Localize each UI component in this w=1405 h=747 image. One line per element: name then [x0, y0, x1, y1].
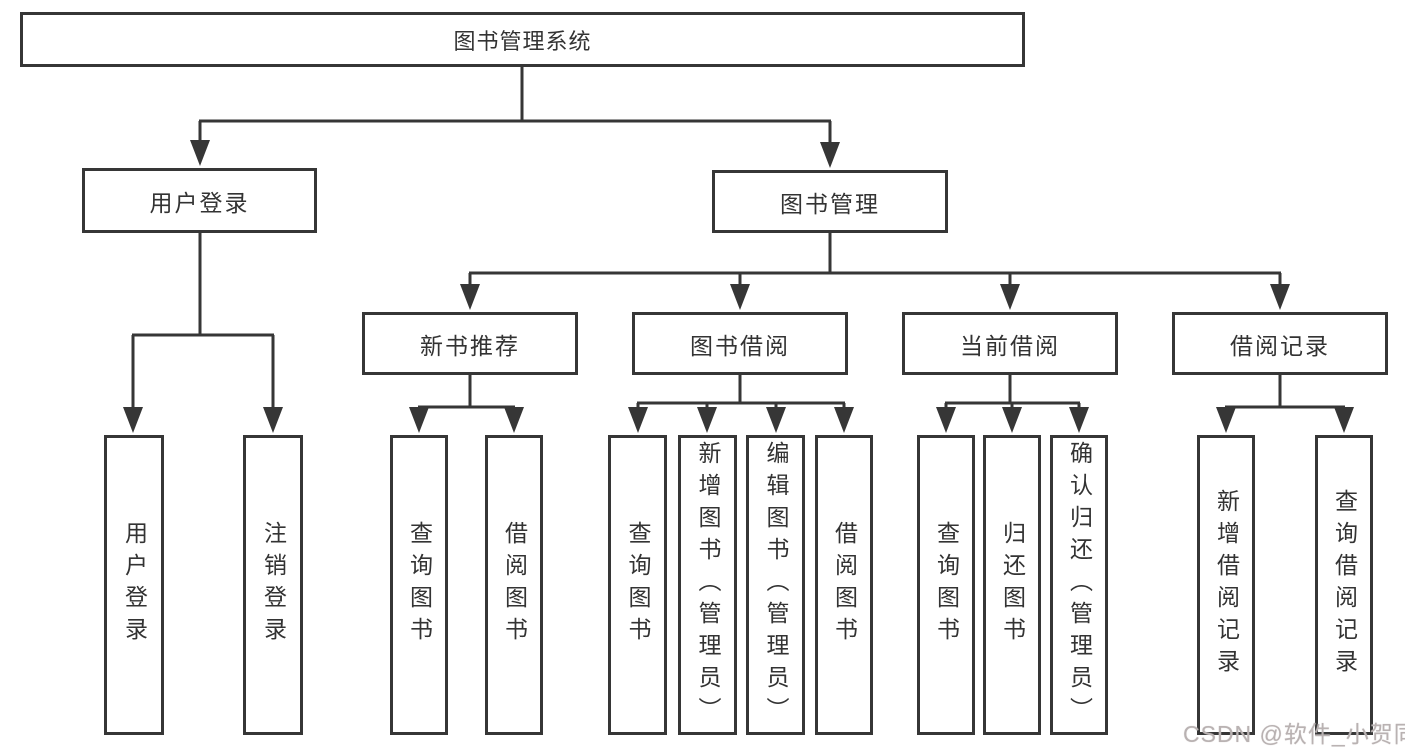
node-leaf-query-book-2: 查询图书 — [608, 435, 667, 735]
csdn-watermark: CSDN @软件_小贺同学 — [1183, 721, 1405, 747]
node-leaf-edit-book-admin: 编辑图书（管理员） — [746, 435, 805, 735]
node-leaf-query-book-1: 查询图书 — [390, 435, 448, 735]
node-new-book-recommend: 新书推荐 — [362, 312, 578, 375]
node-leaf-borrow-book-1: 借阅图书 — [485, 435, 543, 735]
node-leaf-add-borrow-record: 新增借阅记录 — [1197, 435, 1255, 735]
node-book-management: 图书管理 — [712, 170, 948, 233]
node-borrow-record: 借阅记录 — [1172, 312, 1388, 375]
leaf-label: 借阅图书 — [501, 521, 528, 649]
node-book-borrow: 图书借阅 — [632, 312, 848, 375]
node-root-system: 图书管理系统 — [20, 12, 1025, 67]
node-leaf-user-login: 用户登录 — [104, 435, 164, 735]
leaf-label: 查询图书 — [933, 521, 960, 649]
node-leaf-confirm-return-admin: 确认归还（管理员） — [1050, 435, 1108, 735]
leaf-label: 查询图书 — [406, 521, 433, 649]
node-current-borrow: 当前借阅 — [902, 312, 1118, 375]
node-leaf-query-book-3: 查询图书 — [917, 435, 975, 735]
leaf-label: 新增图书（管理员） — [695, 441, 721, 729]
node-leaf-logout: 注销登录 — [243, 435, 303, 735]
leaf-label: 借阅图书 — [831, 521, 858, 649]
node-leaf-borrow-book-2: 借阅图书 — [815, 435, 873, 735]
leaf-label: 确认归还（管理员） — [1066, 441, 1093, 729]
node-user-login: 用户登录 — [82, 168, 317, 233]
node-leaf-return-book: 归还图书 — [983, 435, 1041, 735]
leaf-label: 归还图书 — [999, 521, 1026, 649]
leaf-label: 查询借阅记录 — [1331, 489, 1358, 681]
leaf-label: 注销登录 — [260, 521, 287, 649]
leaf-label: 查询图书 — [625, 521, 651, 649]
leaf-label: 用户登录 — [121, 521, 148, 649]
leaf-label: 编辑图书（管理员） — [763, 441, 789, 729]
node-leaf-query-borrow-record: 查询借阅记录 — [1315, 435, 1373, 735]
leaf-label: 新增借阅记录 — [1213, 489, 1240, 681]
node-leaf-add-book-admin: 新增图书（管理员） — [678, 435, 737, 735]
